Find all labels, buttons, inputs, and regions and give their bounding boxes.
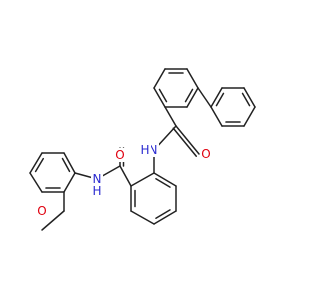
bond-r1-r2 [243,87,256,108]
bond-l1-l2 [63,152,76,174]
bond-t6-t1 [153,68,166,89]
bond-t5-c1 [164,106,177,127]
bond-om-cm [41,210,65,231]
bond-c1-o1 [175,125,200,155]
atom-n-top: N [149,143,158,157]
bond-r1-r2-inner [241,92,251,107]
atom-o-top-carbonyl: O [201,147,210,161]
bond-m1-m2-inner [155,178,171,188]
atom-o-methoxy: O [37,204,46,218]
atom-o-methoxy-background [36,204,48,218]
bond-m4-m5 [130,210,155,225]
atom-h-left: H [92,184,101,198]
atom-n-left: N [93,172,102,186]
bond-t3-t4 [186,87,199,108]
bond-l1-l2-inner [61,157,71,173]
bond-t2-t3 [186,68,199,89]
bond-m6-m1 [130,172,155,187]
bond-l3-l4 [29,152,43,174]
bond-m1-m2 [153,172,177,187]
atom-o-left-carbonyl-background [114,148,126,162]
bond-m3-m4 [153,210,177,225]
bond-t3-t4-inner [184,88,194,103]
atom-o-left-carbonyl: O [115,148,124,162]
bond-t5-t6-inner [158,88,168,103]
bond-c1-o1-second [172,127,198,157]
atom-o-top-carbonyl-background [200,147,212,161]
bond-t5-t6 [153,87,166,108]
bond-t3-r5 [197,87,212,108]
bond-l3-l4-inner [34,157,45,173]
bond-m3-m4-inner [155,209,171,219]
atom-n-left-background [91,172,103,186]
atom-h-top: H [140,143,149,157]
bond-l4-l5 [29,172,43,193]
bond-l6-l1 [63,172,76,193]
bond-r4-r5 [210,106,223,127]
bond-m6-c2 [119,165,132,187]
atom-h-top-background [139,143,151,157]
bond-r5-r6 [210,87,223,108]
bond-r2-r3 [243,106,256,127]
bond-r5-r6-inner [215,92,225,107]
atom-h-left-background [91,184,103,198]
